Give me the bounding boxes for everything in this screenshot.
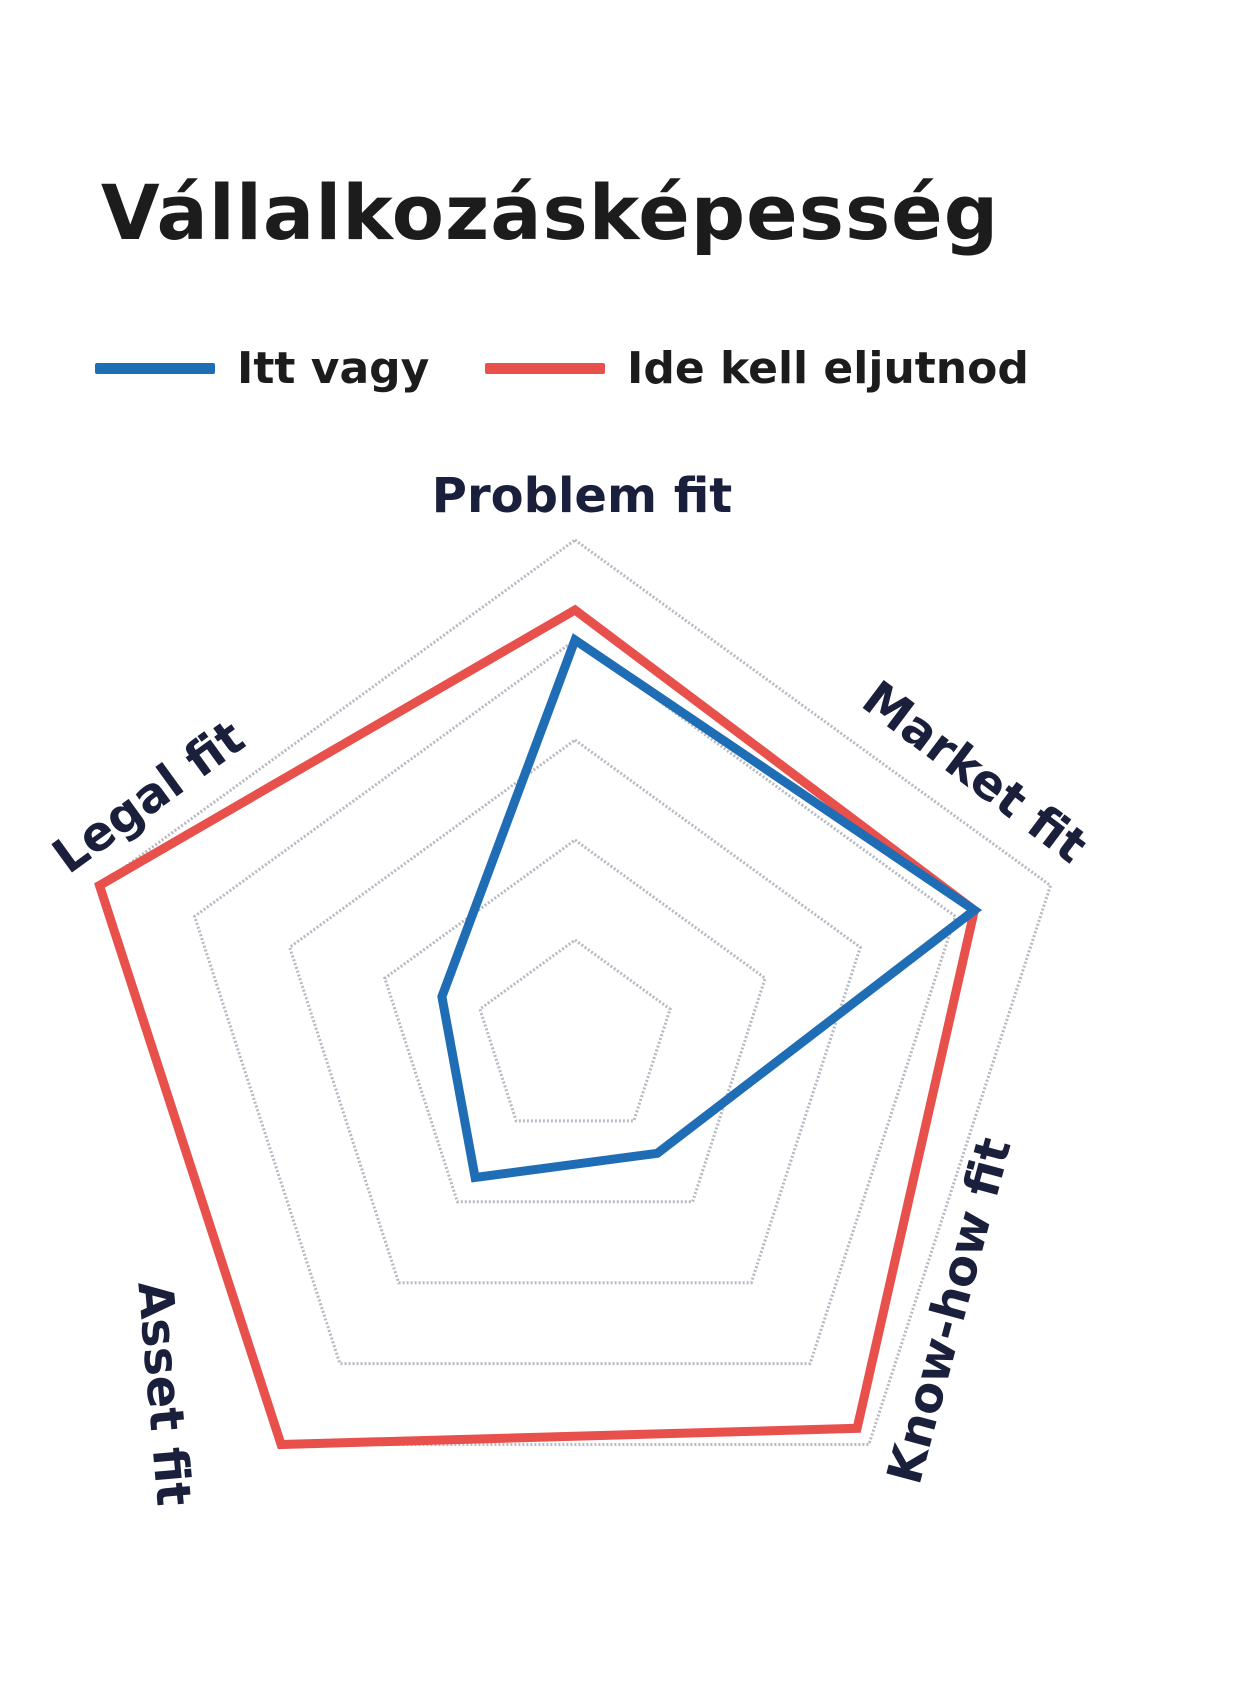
legend-swatch-ide-kell-eljutnod (485, 362, 605, 374)
axis-label-problem-fit: Problem fit (432, 468, 732, 524)
legend-item-itt-vagy: Itt vagy (95, 338, 429, 398)
legend-item-ide-kell-eljutnod: Ide kell eljutnod (485, 338, 1029, 398)
series-line-itt-vagy (437, 633, 983, 1183)
radar-grid (97, 538, 1053, 1446)
grid-ring-3 (287, 738, 863, 1285)
axis-label-asset-fit: Asset fit (126, 1279, 201, 1508)
grid-ring-5 (97, 538, 1053, 1446)
legend-swatch-itt-vagy (95, 362, 215, 374)
radar-series (94, 604, 983, 1450)
legend: Itt vagy Ide kell eljutnod (95, 338, 1095, 398)
axis-label-know-how-fit: Know-how fit (877, 1132, 1023, 1490)
grid-ring-1 (478, 938, 672, 1123)
chart-title: Vállalkozásképesség (100, 168, 1000, 257)
legend-label-ide-kell-eljutnod: Ide kell eljutnod (627, 342, 1029, 394)
legend-label-itt-vagy: Itt vagy (237, 342, 430, 394)
axis-labels: Problem fit Market fit Know-how fit Asse… (43, 468, 1098, 1508)
